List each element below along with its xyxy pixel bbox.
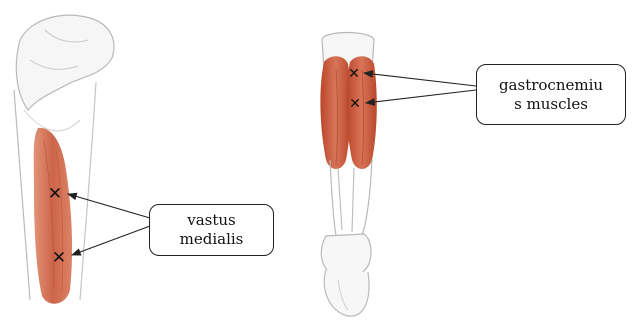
label-gastro-line1: gastrocnemiu	[477, 76, 625, 95]
electrode-marker-gastro-upper: ✕	[348, 66, 360, 82]
label-gastro-line2: s muscles	[477, 95, 625, 114]
gastrocnemius-medial-head	[320, 56, 350, 169]
label-vastus-line2: medialis	[150, 230, 273, 249]
arrow-vastus-lower	[72, 226, 150, 255]
electrode-marker-vastus-lower: ✕	[52, 248, 66, 268]
label-gastrocnemius: gastrocnemiu s muscles	[476, 64, 626, 125]
vastus-medialis-muscle	[34, 128, 72, 304]
electrode-marker-vastus-upper: ✕	[48, 184, 62, 204]
label-vastus-medialis: vastus medialis	[149, 204, 274, 256]
arrow-gastro-upper	[364, 73, 476, 86]
arrow-gastro-lower	[366, 90, 476, 103]
electrode-marker-gastro-lower: ✕	[349, 96, 361, 112]
arrow-vastus-upper	[68, 194, 150, 218]
label-vastus-line1: vastus	[150, 211, 273, 230]
